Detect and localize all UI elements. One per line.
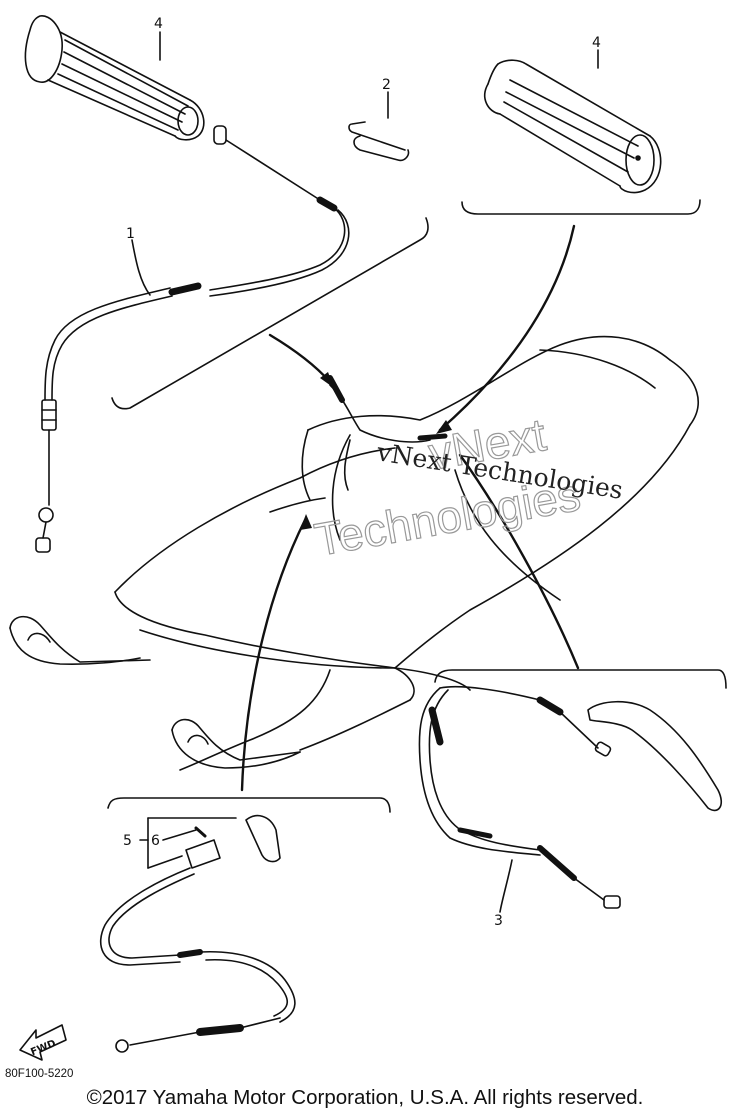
cable-clip [348, 121, 410, 162]
callout-4-left: 4 [154, 16, 163, 32]
callout-3: 3 [494, 913, 503, 929]
parts-diagram: 4 4 2 1 3 5 6 FWD 80F100-5220 vNext Tech… [5, 15, 727, 1080]
ski-right [171, 718, 301, 769]
copyright-notice: ©2017 Yamaha Motor Corporation, U.S.A. A… [86, 1086, 644, 1109]
right-handlebar-grip [484, 59, 662, 194]
fwd-arrow-icon [19, 1024, 67, 1061]
bracket-throttle-cable [111, 217, 429, 410]
bracket-choke-cable [107, 797, 391, 813]
callout-4-right: 4 [592, 35, 601, 51]
leader-arrows [240, 224, 580, 792]
throttle-cable [35, 125, 350, 553]
left-handlebar-grip [24, 15, 205, 141]
callout-6: 6 [151, 833, 160, 849]
brake-cable [418, 685, 621, 909]
bracket-right-grip [461, 199, 701, 215]
bracket-brake-cable [434, 669, 727, 689]
snowmobile-outline [114, 335, 699, 771]
choke-cable [100, 814, 296, 1053]
callout-2: 2 [382, 77, 391, 93]
brake-lever [587, 700, 723, 812]
handlebar-cable-junction [327, 375, 448, 491]
ski-left [9, 615, 151, 665]
callout-1: 1 [126, 226, 135, 242]
part-number-code: 80F100-5220 [5, 1068, 73, 1080]
callout-5: 5 [123, 833, 132, 849]
